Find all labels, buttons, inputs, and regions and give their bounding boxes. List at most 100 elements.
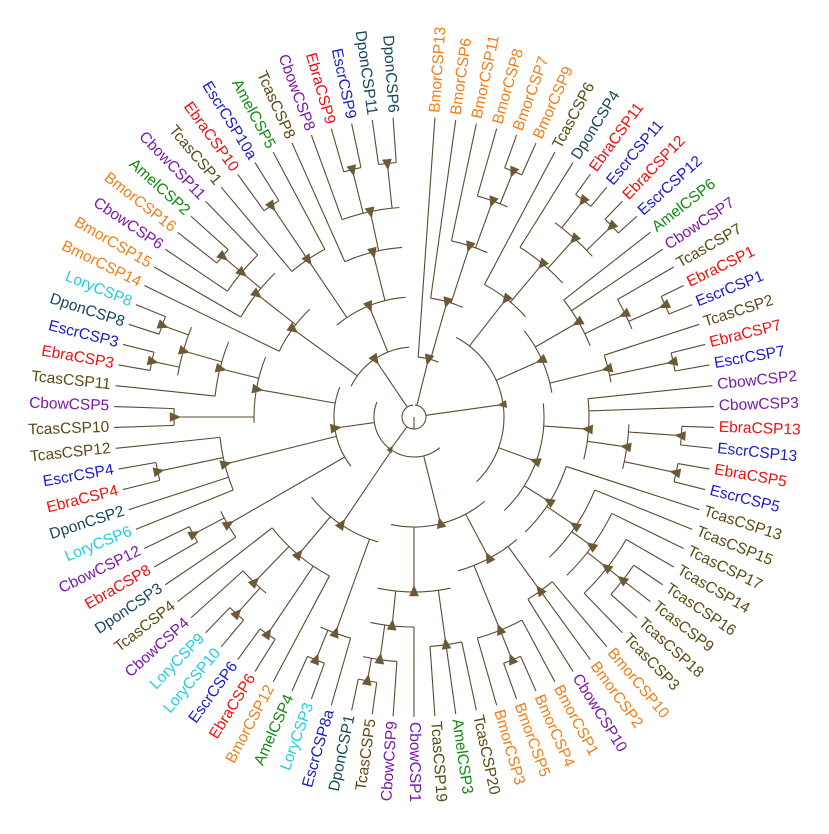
support-marker	[346, 164, 357, 177]
leaf-branch	[177, 231, 218, 264]
leaf-branch	[371, 682, 378, 715]
leaf-branch	[371, 119, 380, 165]
leaf-branch	[237, 173, 265, 212]
leaf-branch	[674, 364, 710, 372]
leaf-branch	[205, 607, 231, 634]
leaf-branch	[153, 266, 242, 318]
leaf-branch	[571, 248, 664, 312]
support-marker	[529, 458, 542, 468]
clade-stem	[351, 169, 364, 214]
support-marker	[601, 563, 614, 575]
leaf-branch	[483, 151, 556, 285]
leaf-branch	[565, 465, 700, 511]
support-marker	[536, 585, 547, 598]
leaf-branch	[617, 215, 638, 234]
support-marker	[586, 542, 599, 553]
support-marker	[221, 521, 234, 531]
leaf-branch	[476, 637, 498, 706]
leaf-branch	[272, 575, 330, 683]
clade-stem	[372, 251, 386, 301]
leaf-branch	[330, 637, 352, 706]
clade-stem	[450, 245, 471, 304]
clade-stem	[374, 358, 408, 408]
support-marker	[606, 219, 619, 231]
support-marker	[386, 445, 394, 454]
leaf-branch	[153, 541, 198, 568]
leaf-branch	[604, 200, 623, 220]
support-marker	[543, 498, 556, 509]
leaf-branch	[563, 231, 651, 301]
leaf-branch	[617, 266, 675, 300]
support-marker	[538, 257, 550, 270]
support-marker	[286, 322, 299, 333]
support-marker	[619, 442, 632, 453]
clade-stem	[334, 538, 371, 634]
support-marker	[374, 652, 385, 665]
leaf-branch	[504, 134, 518, 169]
leaf-branch	[590, 186, 608, 207]
leaf-label: CbowCSP3	[719, 395, 800, 415]
support-marker	[618, 307, 632, 318]
leaf-label: CbowCSP1	[406, 722, 423, 802]
leaf-branch	[392, 117, 397, 163]
leaf-branch	[680, 444, 713, 449]
leaf-label: TcasCSP10	[28, 419, 110, 439]
leaf-label: TcasCSP12	[29, 440, 111, 465]
node-support-markers	[146, 158, 686, 686]
clade-stem	[423, 455, 442, 524]
leaf-branch	[115, 436, 221, 449]
leaf-branch	[135, 489, 234, 530]
support-marker	[509, 653, 519, 666]
leaf-branch	[128, 476, 229, 511]
clade-stem	[584, 313, 626, 335]
leaf-branch	[351, 679, 359, 711]
clade-stem	[157, 457, 224, 473]
support-marker	[535, 353, 548, 363]
support-marker	[250, 287, 262, 299]
leaf-branch	[521, 619, 556, 683]
clade-stem	[270, 205, 309, 260]
clade-stem	[368, 305, 389, 353]
support-marker	[361, 674, 372, 686]
leaf-branch	[660, 284, 684, 297]
leaf-label: AmelCSP3	[448, 718, 475, 795]
leaf-branch	[351, 123, 362, 168]
leaf-branch	[673, 481, 706, 491]
leaf-branch	[519, 162, 574, 248]
leaf-branch	[144, 526, 190, 550]
leaf-branch	[587, 385, 713, 400]
leaf-branch	[114, 405, 175, 410]
support-marker	[497, 400, 508, 408]
support-marker	[485, 552, 496, 565]
leaf-branch	[291, 142, 346, 262]
support-marker	[497, 623, 507, 636]
clade-stem	[628, 431, 682, 437]
support-marker	[502, 292, 513, 305]
support-marker	[367, 246, 377, 259]
support-marker	[617, 575, 630, 587]
leaf-label: TcasCSP5	[353, 718, 380, 792]
support-marker	[669, 468, 682, 479]
support-marker	[569, 522, 582, 533]
support-marker	[436, 516, 447, 529]
support-marker	[169, 412, 181, 422]
leaf-branch	[521, 142, 537, 176]
clade-stem	[624, 461, 677, 474]
support-marker	[489, 195, 499, 208]
leaf-branch	[114, 424, 175, 429]
leaf-branch	[115, 385, 216, 397]
leaf-branch	[190, 570, 244, 619]
leaf-branch	[476, 128, 498, 197]
leaf-branch	[527, 599, 574, 672]
support-marker	[251, 383, 264, 394]
leaf-branch	[677, 462, 710, 470]
clade-stem	[386, 163, 393, 209]
leaf-branch	[190, 215, 229, 251]
leaf-label: EscrCSP13	[716, 440, 797, 465]
clade-stem	[549, 368, 609, 384]
leaf-branch	[128, 323, 160, 335]
leaf-branch	[588, 405, 714, 412]
leaf-branch	[291, 656, 308, 692]
leaf-branch	[551, 581, 608, 648]
